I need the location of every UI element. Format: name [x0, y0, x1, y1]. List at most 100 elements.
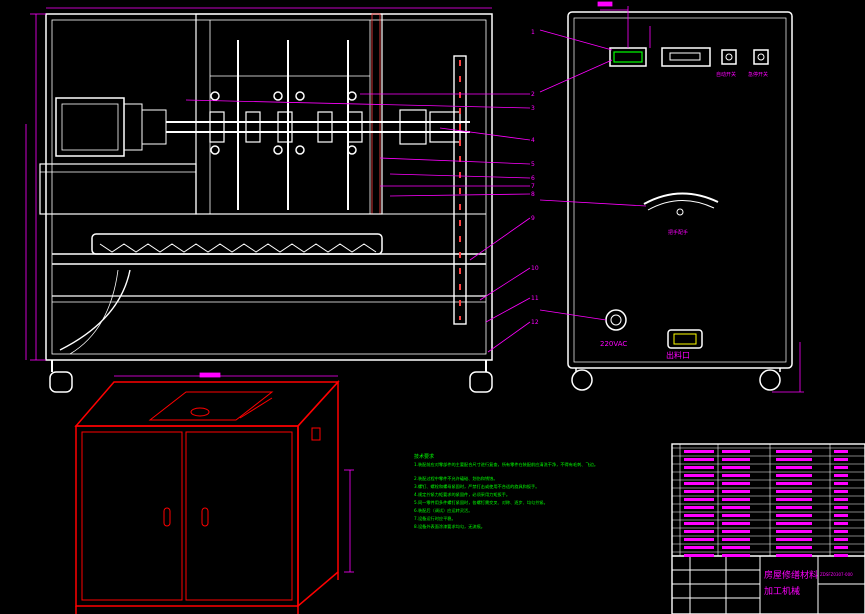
caster-right: [469, 371, 493, 393]
bom-cell-mark: [776, 450, 812, 453]
bom-cell-mark: [684, 514, 714, 517]
side-caster-right: [759, 369, 781, 391]
isometric-cabinet: [74, 380, 340, 614]
svg-text:7.设备运行时应平稳。: 7.设备运行时应平稳。: [414, 515, 456, 522]
svg-text:220VAC: 220VAC: [600, 340, 627, 348]
bom-cell-mark: [684, 554, 714, 557]
svg-text:出料口: 出料口: [666, 350, 690, 360]
caster-left: [49, 371, 73, 393]
svg-text:5.同一零件用多件螺钉紧固时，各螺钉需交叉、对称、逐步、均匀: 5.同一零件用多件螺钉紧固时，各螺钉需交叉、对称、逐步、均匀拧紧。: [414, 499, 548, 506]
bom-cell-mark: [834, 538, 848, 541]
bom-cell-mark: [776, 514, 812, 517]
title-text: 房屋修缮材料 加工机械 ZDSFZ0307-000: [764, 569, 853, 597]
svg-text:加工机械: 加工机械: [764, 585, 800, 597]
bom-cell-mark: [684, 538, 714, 541]
svg-text:9: 9: [531, 215, 535, 222]
svg-text:4.规定拧紧力矩要求的紧固件，必须采用力矩扳手。: 4.规定拧紧力矩要求的紧固件，必须采用力矩扳手。: [414, 491, 510, 498]
technical-notes: 技术要求 1.装配前应对零部件的主要配合尺寸进行复查，所有零件在装配前应清洗干净…: [414, 453, 598, 530]
bom-cell-mark: [722, 466, 750, 469]
side-caster-left: [571, 369, 593, 391]
bom-cell-mark: [776, 490, 812, 493]
motor: [55, 97, 125, 157]
handle: [643, 192, 719, 205]
svg-text:自动开关: 自动开关: [716, 71, 736, 78]
bom-cell-mark: [684, 450, 714, 453]
bom-table: [672, 447, 865, 557]
svg-text:8.设备外表面涂漆要求均匀，无流痕。: 8.设备外表面涂漆要求均匀，无流痕。: [414, 523, 485, 530]
svg-text:7: 7: [531, 183, 535, 190]
svg-text:2: 2: [531, 91, 535, 98]
svg-text:1.装配前应对零部件的主要配合尺寸进行复查，所有零件在装配前: 1.装配前应对零部件的主要配合尺寸进行复查，所有零件在装配前应清洗干净，不得有毛…: [414, 461, 598, 468]
svg-text:5: 5: [531, 161, 535, 168]
bom-cell-mark: [722, 506, 750, 509]
bom-cell-mark: [684, 474, 714, 477]
bom-cell-mark: [722, 538, 750, 541]
bom-cell-mark: [834, 450, 848, 453]
bom-cell-mark: [834, 458, 848, 461]
bom-cell-mark: [834, 466, 848, 469]
bom-cell-mark: [722, 498, 750, 501]
svg-text:11: 11: [531, 295, 539, 302]
bom-cell-mark: [722, 482, 750, 485]
svg-text:技术要求: 技术要求: [414, 453, 434, 460]
callouts: 1 2 3 4 5 6 7 8 9 10 11 12: [531, 29, 539, 326]
bom-cell-mark: [834, 554, 848, 557]
outlet: [667, 329, 703, 349]
svg-text:3: 3: [531, 105, 535, 112]
side-labels: 自动开关 急停开关 把手配手 220VAC 出料口: [600, 71, 768, 360]
side-view: [567, 11, 793, 391]
svg-text:8: 8: [531, 191, 535, 198]
bom-cell-mark: [684, 466, 714, 469]
bom-cell-mark: [684, 506, 714, 509]
bom-cell-mark: [684, 530, 714, 533]
counter-panel: [661, 47, 711, 67]
svg-text:急停开关: 急停开关: [748, 71, 768, 78]
bom-cell-mark: [722, 474, 750, 477]
bom-cell-mark: [684, 482, 714, 485]
svg-text:房屋修缮材料: 房屋修缮材料: [764, 569, 818, 581]
iso-dimensions: [114, 372, 354, 573]
bom-cell-mark: [834, 530, 848, 533]
bom-cell-mark: [722, 554, 750, 557]
bom-cell-mark: [834, 522, 848, 525]
bom-cell-mark: [776, 474, 812, 477]
svg-text:6.装配后（调试）应运转灵活。: 6.装配后（调试）应运转灵活。: [414, 507, 472, 514]
svg-text:把手配手: 把手配手: [668, 229, 688, 236]
bom-cell-mark: [722, 522, 750, 525]
bom-cell-mark: [684, 490, 714, 493]
svg-text:1: 1: [531, 29, 535, 36]
svg-text:ZDSFZ0307-000: ZDSFZ0307-000: [820, 572, 853, 577]
cabinet-outline: [567, 11, 793, 369]
bom-cell-mark: [834, 546, 848, 549]
bom-cell-mark: [776, 466, 812, 469]
svg-text:10: 10: [531, 265, 539, 272]
bom-cell-mark: [776, 546, 812, 549]
display-panel: [609, 47, 647, 67]
auto-switch: [721, 49, 737, 65]
bom-cell-mark: [722, 490, 750, 493]
bom-cell-mark: [722, 514, 750, 517]
svg-text:6: 6: [531, 175, 535, 182]
bom-cell-mark: [834, 490, 848, 493]
bom-cell-mark: [722, 458, 750, 461]
belt-drive: [453, 55, 467, 325]
svg-text:12: 12: [531, 319, 539, 326]
bom-cell-mark: [776, 458, 812, 461]
bom-cell-mark: [834, 514, 848, 517]
side-dimensions: [539, 1, 804, 393]
bom-cell-mark: [834, 474, 848, 477]
bom-cell-mark: [776, 530, 812, 533]
screw-conveyor: [91, 233, 383, 255]
bom-cell-mark: [776, 482, 812, 485]
bom-cell-mark: [684, 546, 714, 549]
bom-cell-mark: [722, 546, 750, 549]
power-socket: [605, 309, 627, 331]
bom-cell-mark: [776, 506, 812, 509]
bom-cell-mark: [684, 522, 714, 525]
bom-cell-mark: [776, 498, 812, 501]
front-dimensions: [25, 7, 531, 361]
bom-cell-mark: [834, 482, 848, 485]
bom-cell-mark: [684, 498, 714, 501]
svg-text:4: 4: [531, 137, 535, 144]
